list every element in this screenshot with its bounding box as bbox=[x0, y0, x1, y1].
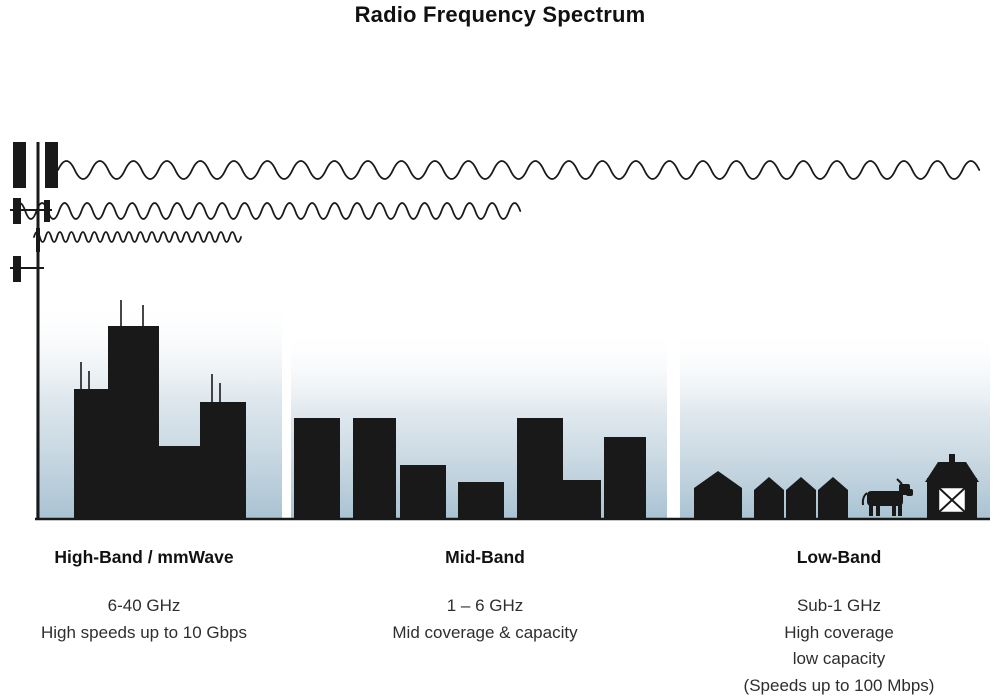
building bbox=[604, 437, 646, 519]
house bbox=[754, 477, 784, 519]
band-detail: 1 – 6 GHz bbox=[446, 596, 524, 615]
house bbox=[786, 477, 816, 519]
band-detail: low capacity bbox=[792, 649, 886, 668]
page-title: Radio Frequency Spectrum bbox=[354, 2, 646, 27]
building bbox=[159, 446, 200, 519]
band-heading: High-Band / mmWave bbox=[54, 547, 234, 567]
high-band-short-wave bbox=[33, 231, 242, 243]
mid-band-label: Mid-Band 1 – 6 GHz Mid coverage & capaci… bbox=[330, 547, 640, 646]
low-band-long-wave bbox=[57, 160, 981, 180]
building bbox=[294, 418, 340, 519]
low-band-label: Low-Band Sub-1 GHz High coverage low cap… bbox=[688, 547, 990, 699]
house bbox=[818, 477, 848, 519]
building bbox=[458, 482, 504, 519]
band-detail: (Speeds up to 100 Mbps) bbox=[743, 675, 935, 695]
band-detail: High speeds up to 10 Gbps bbox=[40, 622, 248, 642]
building bbox=[353, 418, 396, 519]
cell-tower-icon bbox=[10, 142, 58, 519]
mid-band-wave bbox=[13, 202, 522, 220]
spectrum-illustration bbox=[10, 142, 990, 521]
band-detail: Sub-1 GHz bbox=[796, 596, 882, 615]
high-band-label: High-Band / mmWave 6-40 GHz High speeds … bbox=[10, 547, 278, 646]
town-buildings bbox=[294, 418, 646, 519]
city-skyline bbox=[74, 300, 246, 519]
building bbox=[560, 480, 601, 519]
house bbox=[694, 471, 742, 519]
building bbox=[74, 389, 111, 519]
building bbox=[517, 418, 563, 519]
building bbox=[400, 465, 446, 519]
radio-waves bbox=[13, 160, 981, 243]
band-heading: Mid-Band bbox=[445, 547, 525, 567]
building bbox=[200, 402, 246, 519]
building bbox=[108, 326, 159, 519]
band-heading: Low-Band bbox=[796, 547, 882, 567]
band-detail: Mid coverage & capacity bbox=[392, 622, 578, 642]
cow-icon bbox=[861, 478, 913, 516]
rural-scene bbox=[694, 454, 979, 519]
band-detail: High coverage bbox=[784, 622, 894, 642]
band-detail: 6-40 GHz bbox=[107, 596, 181, 615]
barn-icon bbox=[925, 454, 979, 519]
